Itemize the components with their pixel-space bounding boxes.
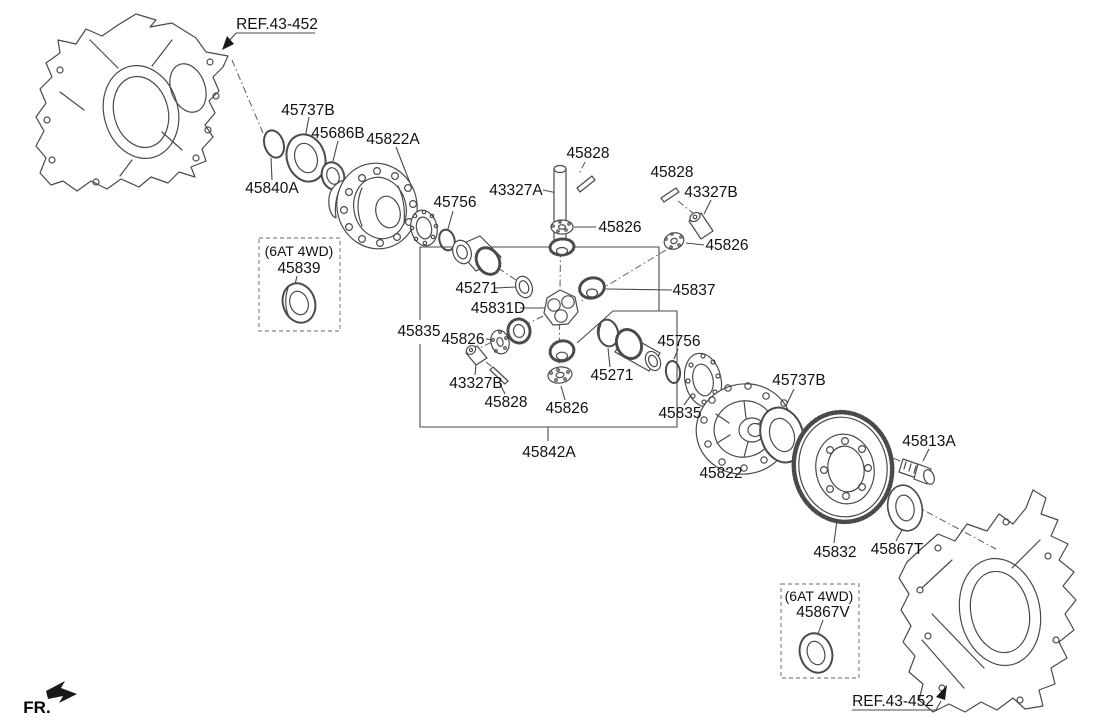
thrust-washer-45826-midleft <box>490 329 510 355</box>
lock-pin-43327b-right <box>688 211 714 240</box>
ref-label-bottom: REF.43-452 <box>852 693 934 710</box>
label-43327b-right: 43327B <box>684 184 737 201</box>
label-option2-variant: (6AT 4WD) <box>785 588 854 604</box>
label-45813a: 45813A <box>902 433 956 450</box>
transmission-housing-bottom-right <box>898 489 1077 713</box>
bearing-45737b-right <box>759 406 805 464</box>
label-45822: 45822 <box>699 465 742 482</box>
snap-ring-45756-right <box>664 360 682 384</box>
label-45826-right: 45826 <box>705 237 748 254</box>
differential-spider-45831d <box>543 289 579 326</box>
snap-ring-45756-upper <box>438 228 456 252</box>
bolt-45813a <box>898 458 935 485</box>
side-gear-top <box>548 237 576 257</box>
part-labels: 45737B 45686B 45822A 45840A 45756 43327A… <box>245 102 956 621</box>
label-45271-upper: 45271 <box>455 280 498 297</box>
fr-marker: FR. <box>23 681 77 717</box>
pinion-bearing-45271-upper-cone <box>451 235 502 276</box>
option-box-45867v <box>780 583 860 679</box>
label-45831d: 45831D <box>471 300 525 317</box>
fr-label: FR. <box>23 698 50 717</box>
bearing-cup-45271-lower <box>596 318 620 348</box>
roll-pin-45828-right <box>660 187 680 203</box>
snap-ring-45840a <box>262 129 286 159</box>
thrust-washer-45826-bottom <box>547 366 573 384</box>
transmission-housing-top-left <box>35 13 229 192</box>
label-45828-top: 45828 <box>566 145 609 162</box>
label-45839: 45839 <box>277 260 320 277</box>
pinion-gear-lower <box>548 339 576 363</box>
label-43327b-lower: 43327B <box>449 375 502 392</box>
label-option1-variant: (6AT 4WD) <box>265 243 334 259</box>
ref-callout-bottom: REF.43-452 <box>852 685 947 711</box>
thrust-washer-45826-top <box>550 219 574 235</box>
final-drive-gear-45832 <box>791 409 895 525</box>
ref-arrow-top <box>222 36 234 50</box>
side-gear-shaft-right <box>614 327 662 372</box>
label-45737b-top: 45737B <box>281 102 334 119</box>
ref-label-top: REF.43-452 <box>236 16 318 33</box>
o-ring-45867v <box>798 632 834 674</box>
label-45826-midleft: 45826 <box>441 331 484 348</box>
label-45686b: 45686B <box>311 125 364 142</box>
label-45828-right: 45828 <box>650 164 693 181</box>
lock-pin-43327b-lower <box>465 344 488 366</box>
fr-arrow-icon <box>46 681 77 703</box>
label-45822a: 45822A <box>366 131 420 148</box>
label-45835-right: 45835 <box>658 405 701 422</box>
label-45867t: 45867T <box>871 541 924 558</box>
label-45271-lower: 45271 <box>590 367 633 384</box>
label-45826-bottom: 45826 <box>545 400 588 417</box>
roll-pin-45828-top <box>576 175 596 193</box>
label-43327a: 43327A <box>489 182 543 199</box>
option-box-45839 <box>258 237 341 332</box>
label-45842a: 45842A <box>522 444 576 461</box>
ref-callout-top: REF.43-452 <box>222 16 318 50</box>
side-gear-left <box>506 317 532 345</box>
label-45828-lower: 45828 <box>484 394 527 411</box>
label-45826-top: 45826 <box>598 219 641 236</box>
washer-45867t <box>886 484 924 532</box>
roll-pin-45828-lower <box>489 366 509 385</box>
flange-plate-45835-left <box>409 209 439 247</box>
label-45756-upper: 45756 <box>433 194 476 211</box>
pinion-gear-45837 <box>578 276 606 300</box>
label-45737b-right: 45737B <box>772 372 825 389</box>
differential-case-45822a <box>328 162 418 250</box>
label-45837: 45837 <box>672 282 715 299</box>
thrust-washer-45826-right <box>663 232 685 250</box>
bearing-race-45271-upper <box>514 275 534 299</box>
label-45832: 45832 <box>813 544 856 561</box>
oil-seal-45839 <box>281 282 317 324</box>
label-45840a: 45840A <box>245 180 299 197</box>
ref-arrow-bottom <box>936 685 947 700</box>
label-45835-left: 45835 <box>397 323 440 340</box>
label-45867v: 45867V <box>796 604 850 621</box>
label-45756-right: 45756 <box>657 333 700 350</box>
bearing-45737b-left <box>285 133 327 183</box>
